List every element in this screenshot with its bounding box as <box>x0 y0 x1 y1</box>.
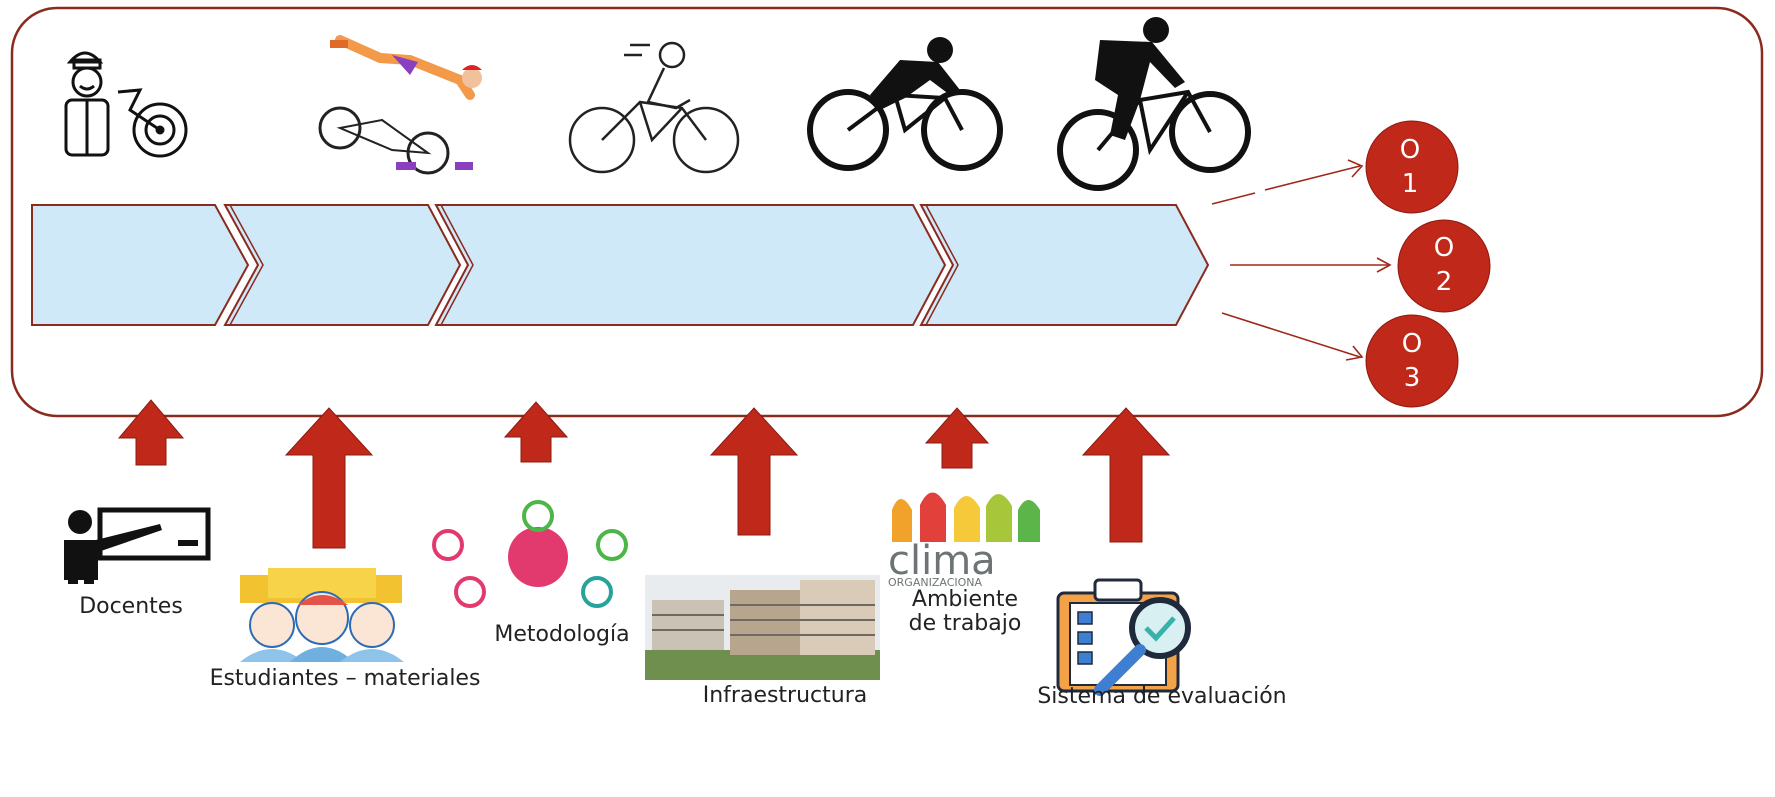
up-arrow-2 <box>284 407 374 549</box>
up-arrow-5 <box>924 407 990 469</box>
label-infraestructura: Infraestructura <box>702 683 868 708</box>
up-arrow-3 <box>503 401 569 463</box>
outcome-2-top: O <box>1434 233 1454 263</box>
process-frame <box>10 6 1764 418</box>
outcome-3-bottom: 3 <box>1404 363 1421 393</box>
building-photo <box>645 575 880 680</box>
input-arrows <box>117 399 1171 549</box>
label-estudiantes-materiales: Estudiantes – materiales <box>209 666 481 691</box>
outcome-3-top: O <box>1402 329 1422 359</box>
chevron-1 <box>31 204 250 326</box>
clipboard-magnifier-icon <box>1056 578 1191 696</box>
cyclist-outline-icon <box>568 41 740 174</box>
chevron-4 <box>919 204 1210 326</box>
activities-cycle-icon <box>432 500 628 608</box>
cyclist-mountain-silhouette-icon <box>1057 17 1251 191</box>
up-arrow-4 <box>709 407 799 536</box>
cyclist-helmet-icon <box>64 51 188 158</box>
chevron-inner-lines <box>229 204 959 326</box>
chevron-2 <box>223 204 462 326</box>
outcome-1-top: O <box>1400 135 1420 165</box>
outcome-1-bottom: 1 <box>1402 169 1419 199</box>
outcome-circle-1: O 1 <box>1365 120 1459 214</box>
label-sistema-de-evaluacion: Sistema de evaluación <box>1037 684 1287 709</box>
teacher-board-icon <box>64 507 211 584</box>
chevron-3 <box>434 204 947 326</box>
outcome-arrows <box>1211 159 1392 361</box>
label-docentes: Docentes <box>79 594 183 619</box>
outcome-arrow-3 <box>1221 312 1361 358</box>
cyclist-silhouette-icon <box>807 37 1003 171</box>
cyclist-falling-icon <box>318 35 482 175</box>
outcome-circle-3: O 3 <box>1365 314 1459 408</box>
label-ambiente-de-trabajo: Ambiente de trabajo <box>908 587 1022 636</box>
up-arrow-6 <box>1081 407 1171 543</box>
outcome-2-bottom: 2 <box>1436 267 1453 297</box>
clima-organizacional-logo: clima ORGANIZACIONA <box>888 492 1040 589</box>
outcome-circle-2: O 2 <box>1397 219 1491 313</box>
label-metodologia: Metodología <box>494 622 630 647</box>
students-banner-icon <box>240 568 404 662</box>
clima-logo-subtext: ORGANIZACIONA <box>888 576 983 589</box>
process-chevrons <box>31 204 1210 326</box>
clima-logo-text: clima <box>888 538 996 584</box>
outcome-arrow-1 <box>1211 192 1256 205</box>
up-arrow-1 <box>117 399 185 466</box>
